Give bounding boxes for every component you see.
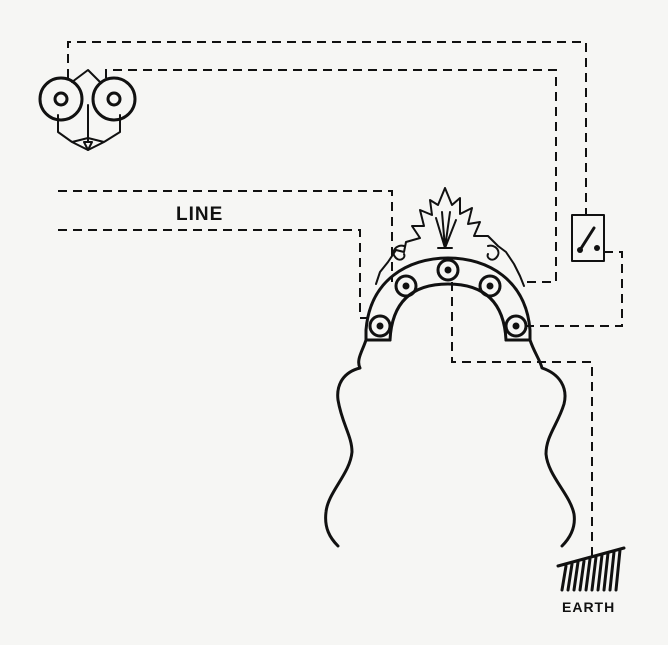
bell-clapper-icon — [83, 104, 93, 151]
wire-bell-outer — [67, 41, 587, 215]
crest-scroll-right — [486, 244, 500, 261]
crest-leaves — [375, 187, 525, 287]
crest-fan — [435, 211, 457, 249]
wire-switch-return — [526, 251, 623, 327]
terminal-screw-icon — [394, 274, 418, 298]
terminal-screw-center — [444, 266, 452, 274]
switch-box — [571, 214, 605, 262]
ground-plate — [556, 546, 626, 592]
bell-left-hub — [53, 91, 69, 107]
terminal-screw-icon — [368, 314, 392, 338]
terminal-screw-icon — [478, 274, 502, 298]
terminal-screw-center — [402, 282, 410, 290]
terminal-screw-center — [512, 322, 520, 330]
earth-ground-icon — [556, 546, 626, 592]
switch-contact — [594, 245, 600, 251]
bell-unit — [38, 69, 137, 151]
ornament-crest — [375, 187, 525, 287]
terminal-screw-icon — [504, 314, 528, 338]
earth-label: EARTH — [562, 599, 615, 615]
arch-frame — [364, 256, 532, 342]
arch-terminals — [368, 258, 528, 338]
knife-switch-icon — [578, 226, 596, 252]
switch-plate — [571, 214, 605, 262]
wire-line-upper — [58, 190, 393, 282]
line-label: LINE — [176, 204, 223, 225]
terminal-screw-center — [376, 322, 384, 330]
terminal-screw-icon — [436, 258, 460, 282]
wire-arch-to-earth — [451, 282, 593, 560]
vase-outline-left — [324, 338, 368, 548]
switch-pivot — [577, 247, 583, 253]
bell-right-hub — [106, 91, 122, 107]
arch-inner — [388, 282, 508, 342]
vase-outline-right — [528, 338, 576, 548]
wire-bell-inner — [105, 69, 557, 283]
wires — [58, 41, 623, 560]
vase-body — [324, 338, 576, 548]
arch-outer — [364, 256, 532, 342]
wire-line-lower — [58, 229, 372, 319]
terminal-screw-center — [486, 282, 494, 290]
bell-right-icon — [91, 76, 137, 122]
bell-left-icon — [38, 76, 84, 122]
crest-scroll-left — [392, 244, 406, 261]
